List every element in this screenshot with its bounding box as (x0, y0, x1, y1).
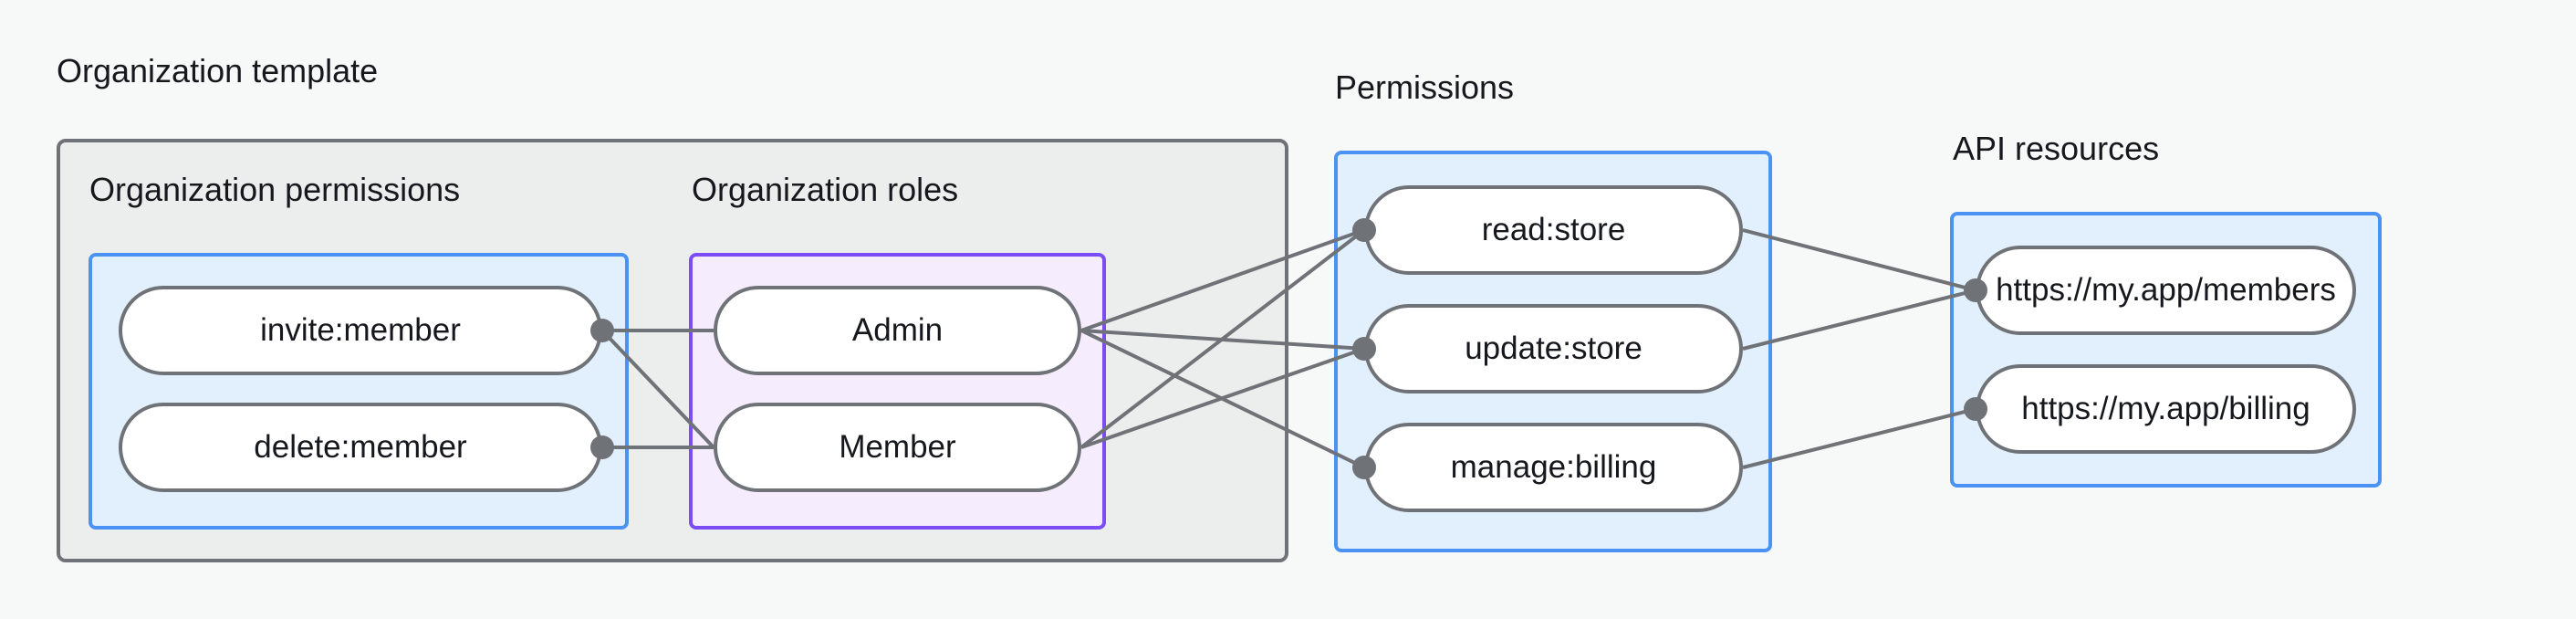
group-label-permissions: Permissions (1335, 68, 1515, 106)
node-read-store[interactable]: read:store (1364, 185, 1743, 275)
node-invite-member-label: invite:member (260, 312, 461, 348)
node-manage-billing[interactable]: manage:billing (1364, 423, 1743, 512)
node-member-label: Member (839, 429, 956, 465)
node-billing-url-label: https://my.app/billing (2021, 391, 2310, 426)
node-admin-label: Admin (851, 312, 944, 348)
edge-update-store-members-url (1742, 289, 1976, 351)
node-delete-member-label: delete:member (254, 429, 467, 465)
node-update-store-label: update:store (1465, 330, 1643, 366)
edge-manage-billing-billing-url (1742, 407, 1976, 469)
group-label-organization-roles: Organization roles (692, 171, 959, 208)
node-delete-member[interactable]: delete:member (119, 403, 602, 492)
node-member[interactable]: Member (714, 403, 1081, 492)
group-label-organization-template: Organization template (57, 52, 379, 89)
node-invite-member[interactable]: invite:member (119, 286, 602, 375)
edge-read-store-members-url (1742, 228, 1976, 292)
node-members-url-label: https://my.app/members (1996, 272, 2336, 308)
node-read-store-label: read:store (1481, 212, 1626, 247)
node-update-store[interactable]: update:store (1364, 304, 1743, 393)
node-members-url[interactable]: https://my.app/members (1976, 246, 2356, 335)
node-admin[interactable]: Admin (714, 286, 1081, 375)
node-billing-url[interactable]: https://my.app/billing (1976, 364, 2356, 454)
group-label-organization-permissions: Organization permissions (89, 171, 461, 208)
group-label-api-resources: API resources (1953, 130, 2160, 167)
node-manage-billing-label: manage:billing (1450, 449, 1657, 485)
